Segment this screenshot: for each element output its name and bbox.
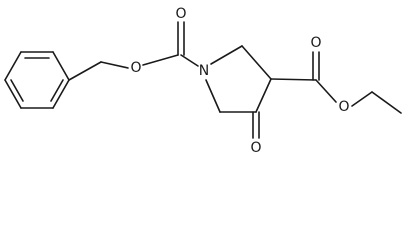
atom-label-oxygen: O xyxy=(130,60,141,76)
ethyl-ester-group xyxy=(270,51,402,114)
pyrrolidine-ring xyxy=(205,45,272,113)
atom-label-nitrogen: N xyxy=(199,63,209,79)
atom-label-oxygen: O xyxy=(310,35,321,51)
chemical-structure-diagram: O O N O O O xyxy=(4,6,402,156)
atom-label-oxygen: O xyxy=(338,99,349,115)
ketone-group xyxy=(252,111,260,139)
atom-label-oxygen: O xyxy=(250,140,261,156)
benzene-ring xyxy=(4,51,70,109)
carbamate-group xyxy=(142,21,199,67)
benzyl-linker xyxy=(68,61,129,81)
atom-label-oxygen: O xyxy=(175,6,186,22)
